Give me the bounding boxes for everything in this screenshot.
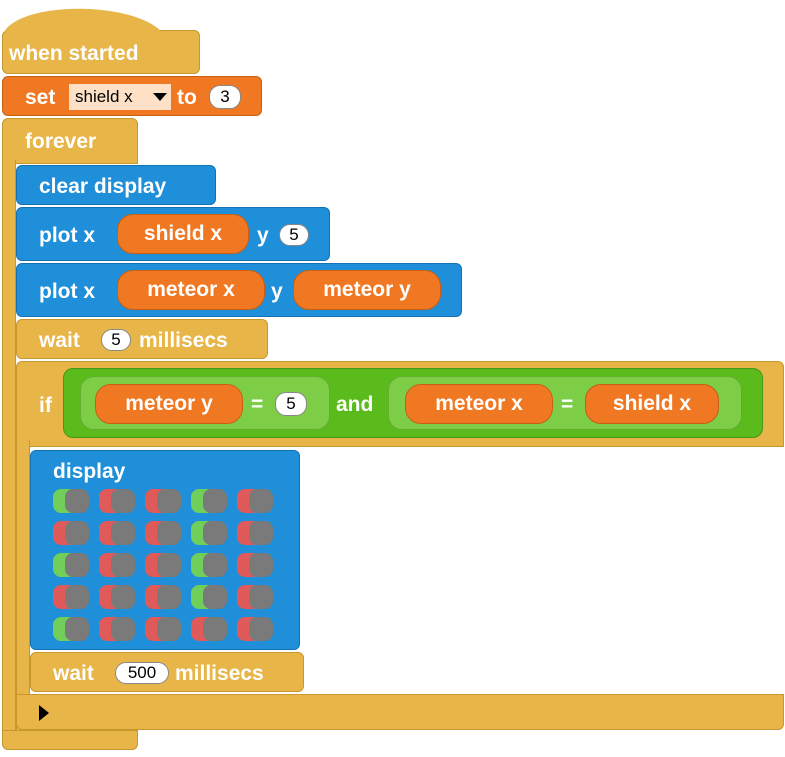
led-cell[interactable] [99,489,135,513]
led-cell[interactable] [237,521,273,545]
led-cell[interactable] [99,617,135,641]
when-started-label: when started [9,42,139,65]
led-cell[interactable] [53,489,89,513]
hat-curve-shape [4,8,162,32]
led-cell[interactable] [99,521,135,545]
if-bottom-arm [16,694,784,730]
if-block[interactable]: if meteor y = 5 and meteor x = shield x [16,361,784,447]
led-cell[interactable] [145,489,181,513]
forever-block[interactable]: forever [2,118,138,164]
plot-meteor-block[interactable]: plot x meteor x y meteor y [16,263,462,317]
equals-condition-right[interactable]: meteor x = shield x [388,376,742,430]
equals-value-input[interactable]: 5 [275,392,307,416]
led-cell[interactable] [191,489,227,513]
if-left-arm [16,440,30,730]
variable-dropdown-label: shield x [75,87,133,106]
led-cell[interactable] [237,617,273,641]
led-cell[interactable] [53,553,89,577]
millisecs-label: millisecs [139,329,228,352]
plot-x-label: plot x [39,224,95,247]
display-label: display [53,460,126,483]
set-variable-block[interactable]: set shield x to 3 [2,76,262,116]
and-label: and [336,393,374,416]
led-cell[interactable] [191,617,227,641]
plot-x-label: plot x [39,280,95,303]
millisecs-label: millisecs [175,662,264,685]
led-cell[interactable] [191,521,227,545]
led-cell[interactable] [53,617,89,641]
forever-label: forever [25,130,97,153]
to-label: to [177,86,197,109]
forever-bottom-arm [2,730,138,750]
led-cell[interactable] [145,553,181,577]
led-cell[interactable] [145,521,181,545]
set-keyword-label: set [25,86,56,109]
meteor-x-reporter[interactable]: meteor x [405,384,553,424]
led-grid[interactable] [53,489,285,649]
meteor-y-reporter[interactable]: meteor y [293,270,441,310]
equals-condition-left[interactable]: meteor y = 5 [80,376,330,430]
plot-y-label: y [257,224,269,247]
clear-display-label: clear display [39,175,167,198]
led-cell[interactable] [99,585,135,609]
shield-x-reporter[interactable]: shield x [117,214,249,254]
led-cell[interactable] [237,585,273,609]
led-cell[interactable] [99,553,135,577]
led-cell[interactable] [191,553,227,577]
plot-y-input[interactable]: 5 [279,224,309,246]
plot-shield-block[interactable]: plot x shield x y 5 [16,207,330,261]
set-value-input[interactable]: 3 [209,85,241,109]
plot-y-label: y [271,280,283,303]
display-block[interactable]: display [30,450,300,650]
led-cell[interactable] [191,585,227,609]
wait-500-block[interactable]: wait 500 millisecs [30,652,304,692]
if-label: if [39,394,52,417]
variable-dropdown[interactable]: shield x [69,84,171,110]
led-cell[interactable] [237,489,273,513]
expand-arrow-icon[interactable] [39,705,51,721]
wait-label: wait [39,329,80,352]
equals-sign: = [251,393,264,416]
forever-left-arm [2,160,16,738]
equals-sign: = [561,393,574,416]
clear-display-block[interactable]: clear display [16,165,216,205]
shield-x-reporter[interactable]: shield x [585,384,719,424]
wait-500-input[interactable]: 500 [115,662,169,684]
meteor-x-reporter[interactable]: meteor x [117,270,265,310]
and-condition-block[interactable]: meteor y = 5 and meteor x = shield x [63,368,763,438]
dropdown-arrow-icon [153,93,167,101]
led-cell[interactable] [53,585,89,609]
wait-5-block[interactable]: wait 5 millisecs [16,319,268,359]
wait-5-input[interactable]: 5 [101,329,131,351]
led-cell[interactable] [53,521,89,545]
when-started-hat-block[interactable]: when started [2,8,200,74]
meteor-y-reporter[interactable]: meteor y [95,384,243,424]
led-cell[interactable] [237,553,273,577]
wait-label: wait [53,662,94,685]
led-cell[interactable] [145,585,181,609]
led-cell[interactable] [145,617,181,641]
